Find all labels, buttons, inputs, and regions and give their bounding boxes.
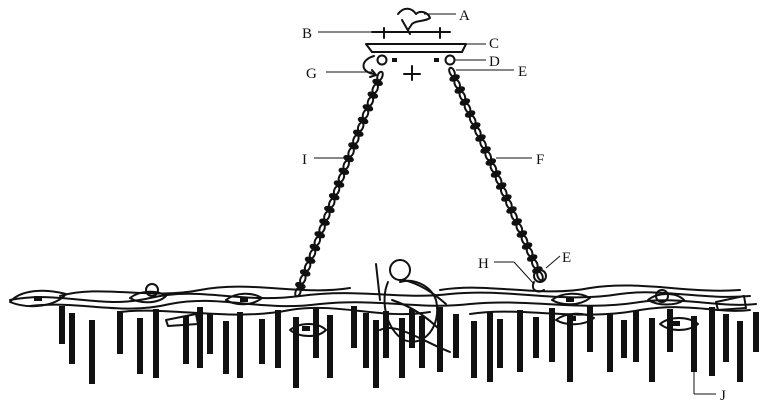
label-text-F: F [536, 152, 544, 168]
pendant-rod [587, 306, 593, 352]
pendant-rod [363, 313, 369, 368]
pendant-rod [69, 313, 75, 364]
label-A: A [424, 8, 470, 24]
label-C: C [456, 36, 499, 52]
label-E2: E [545, 250, 571, 269]
label-text-A: A [459, 8, 470, 24]
pendant-rod [259, 319, 265, 364]
label-text-E2: E [562, 250, 571, 266]
pendant-rod [667, 309, 673, 352]
label-H: H [478, 256, 535, 285]
pendant-rod [183, 316, 189, 364]
pendant-rod [223, 321, 229, 374]
label-D: D [454, 54, 500, 70]
left-chain [294, 70, 384, 298]
ceiling-canopy [362, 7, 467, 81]
pendant-rod [633, 311, 639, 362]
pendant-rod [409, 309, 415, 348]
pendant-rod [723, 314, 729, 362]
pendant-rod [419, 316, 425, 368]
label-text-H: H [478, 256, 489, 272]
pendant-rod [649, 318, 655, 382]
pendant-rod [207, 314, 213, 354]
pendant-rod [399, 318, 405, 378]
label-text-E: E [518, 64, 527, 80]
pendant-rod [313, 308, 319, 358]
pendant-rod [753, 312, 759, 352]
label-text-C: C [489, 36, 499, 52]
pendant-rod [533, 317, 539, 358]
label-F: F [496, 152, 544, 168]
pendant-rod [737, 321, 743, 382]
pendant-rod [487, 312, 493, 382]
label-text-I: I [302, 152, 307, 168]
label-text-J: J [720, 388, 726, 404]
pendant-rod [275, 310, 281, 368]
pendant-rod [89, 320, 95, 384]
label-E: E [456, 64, 527, 80]
pendant-rod [621, 320, 627, 358]
pendant-rod [197, 307, 203, 368]
label-text-B: B [302, 26, 312, 42]
pendant-rod [59, 306, 65, 344]
pendant-rod [373, 320, 379, 388]
pendant-rod [383, 311, 389, 358]
label-text-G: G [306, 66, 317, 82]
pendant-rod [137, 318, 143, 374]
pendant-rod [117, 311, 123, 354]
pendant-rod [471, 321, 477, 378]
label-B: B [302, 26, 400, 42]
pendant-rod [237, 312, 243, 378]
pendant-rod [453, 314, 459, 358]
pendant-rod [607, 313, 613, 372]
pendant-rod [293, 317, 299, 388]
label-I: I [302, 152, 350, 168]
label-J: J [693, 372, 726, 404]
chain-link [536, 270, 544, 282]
pendant-rod [153, 309, 159, 378]
pendant-rod [567, 315, 573, 382]
pendant-rod [549, 308, 555, 362]
pendant-rod [351, 306, 357, 348]
pendant-rod [437, 307, 443, 372]
pendant-rod [327, 315, 333, 378]
pendant-rod [497, 319, 503, 368]
pendant-rods [59, 306, 759, 388]
pendant-rod [691, 316, 697, 372]
pendant-rod [517, 310, 523, 372]
right-chain [448, 66, 544, 282]
label-text-D: D [489, 54, 500, 70]
label-G: G [306, 66, 372, 82]
pendant-rod [709, 307, 715, 376]
